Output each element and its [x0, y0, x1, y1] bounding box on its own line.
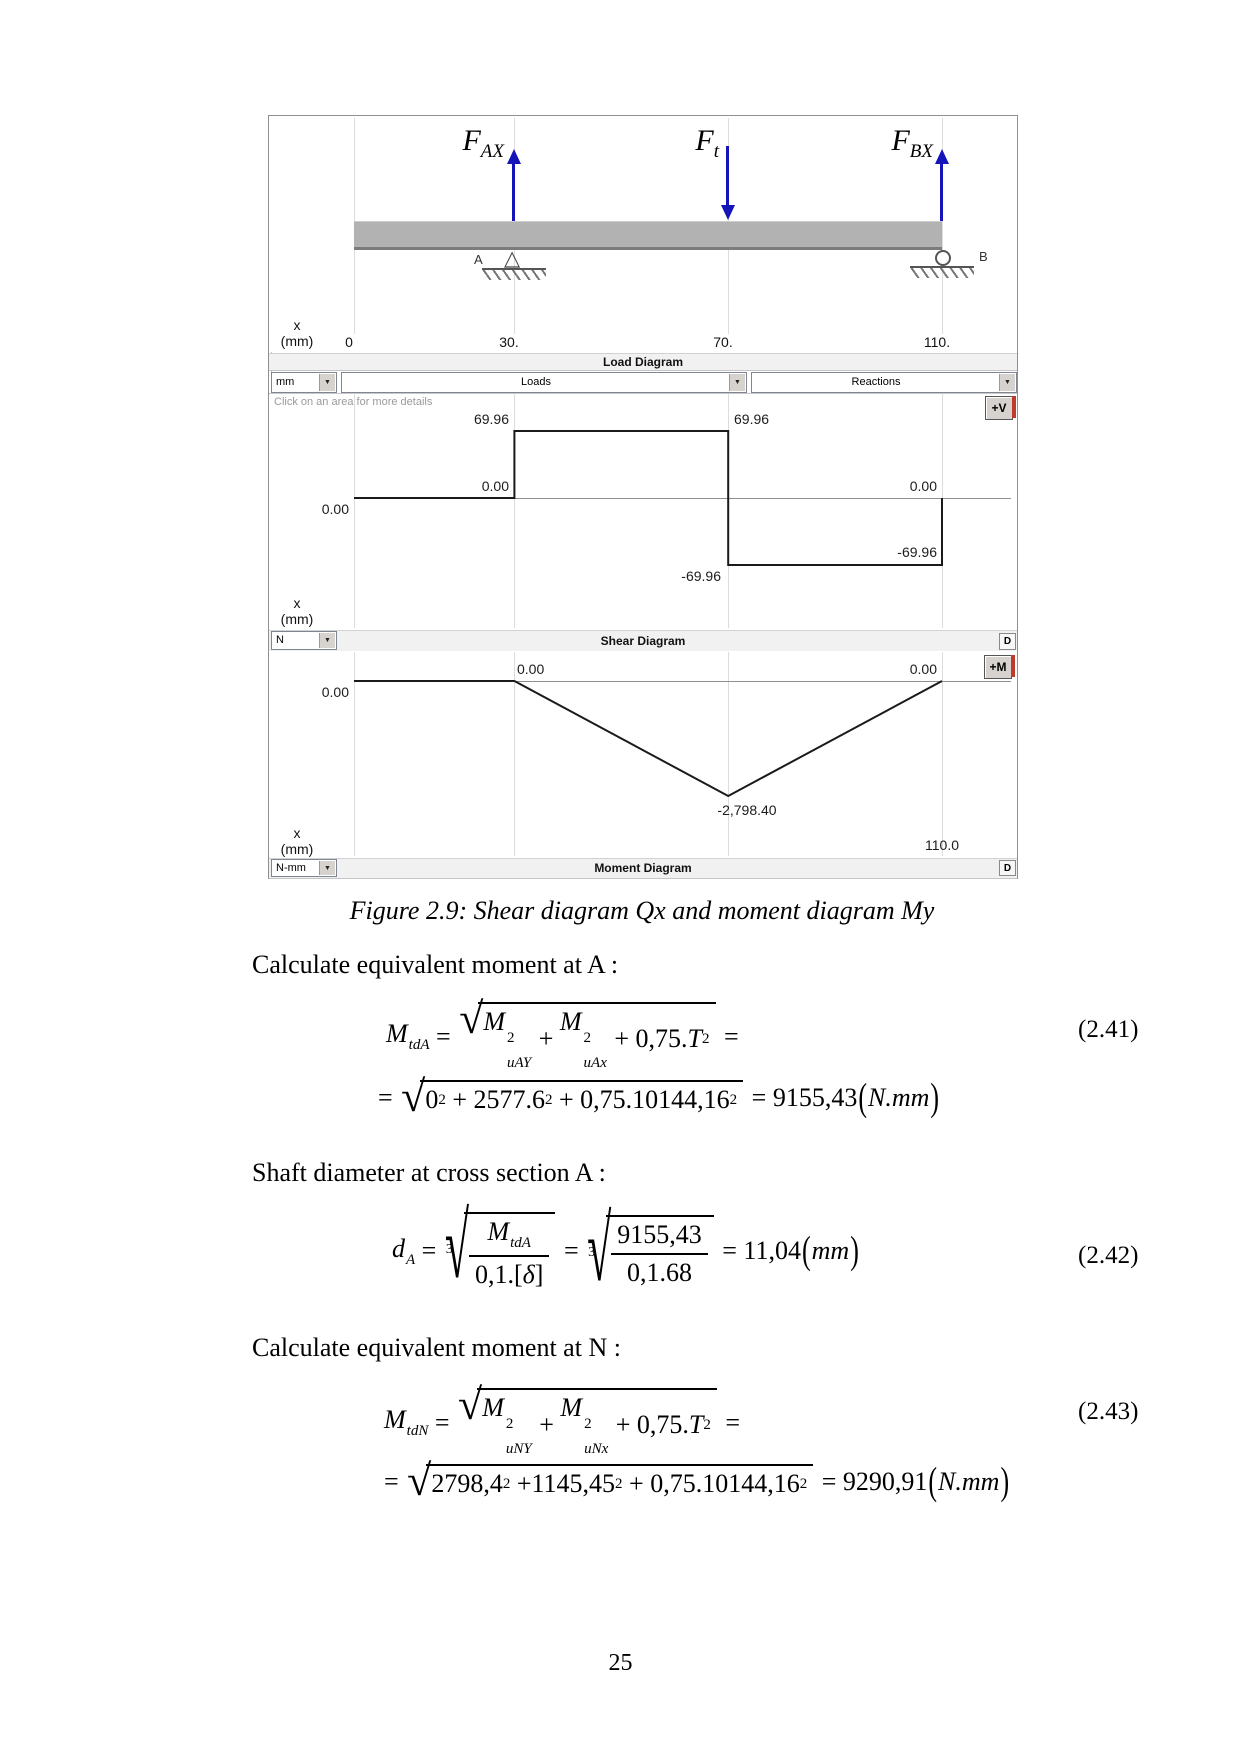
moment-minimum-label: -2,798.40	[717, 802, 777, 818]
moment-detail-button[interactable]: D	[999, 860, 1016, 876]
shear-diagram-header: Shear Diagram	[269, 630, 1017, 652]
beam-bar	[354, 221, 942, 250]
support-b-label: B	[979, 249, 988, 264]
axis-x-label: x	[293, 595, 301, 611]
moment-diagram-title: Moment Diagram	[594, 861, 692, 875]
arrow-down-icon	[721, 205, 735, 220]
axis-unit-label: (mm)	[280, 611, 314, 627]
moment-zero-axis	[354, 681, 1011, 682]
shear-hint-text: Click on an area for more details	[274, 396, 433, 408]
shear-value-label: 0.00	[481, 478, 509, 494]
load-diagram-header: Load Diagram	[269, 353, 1017, 371]
equation-number-2-43: (2.43)	[1078, 1398, 1139, 1425]
red-icon-sliver	[1011, 655, 1015, 677]
gridline	[354, 394, 355, 628]
chevron-down-icon[interactable]: ▼	[319, 374, 335, 391]
x-tick: 30.	[499, 334, 519, 350]
gridline	[942, 118, 943, 334]
force-arrow-fax	[512, 163, 515, 221]
red-icon-sliver	[1012, 396, 1016, 418]
support-a-label: A	[474, 252, 483, 267]
shear-value-label: 69.96	[473, 411, 509, 427]
shear-zoom-button[interactable]: +V	[985, 396, 1013, 420]
gridline	[514, 394, 515, 628]
figure-caption: Figure 2.9: Shear diagram Qx and moment …	[349, 896, 935, 925]
moment-value-label: 0.00	[321, 684, 349, 700]
pinned-support-icon: △	[504, 247, 521, 270]
load-diagram-title: Load Diagram	[602, 355, 683, 369]
chevron-down-icon[interactable]: ▼	[319, 633, 335, 648]
shear-value-label: 0.00	[909, 478, 937, 494]
shear-zero-axis	[354, 498, 1011, 499]
shear-value-label: 69.96	[734, 411, 770, 427]
reactions-combo-value: Reactions	[851, 376, 901, 388]
ground-hatch	[482, 268, 546, 280]
gridline	[728, 394, 729, 628]
gridline	[942, 394, 943, 628]
ground-hatch	[910, 266, 974, 278]
force-label-ft: Ft	[695, 124, 719, 162]
software-screenshot-panel: FAX Ft FBX A △ B x (mm) 0 30. 70. 110. L…	[268, 115, 1018, 879]
shear-value-label: 0.00	[321, 501, 349, 517]
page-number: 25	[608, 1650, 633, 1676]
chevron-down-icon[interactable]: ▼	[999, 374, 1015, 391]
loads-combo[interactable]: Loads ▼	[341, 372, 747, 393]
moment-zoom-button[interactable]: +M	[984, 655, 1012, 679]
x-tick: 70.	[713, 334, 733, 350]
roller-support-icon	[935, 250, 951, 266]
chevron-down-icon[interactable]: ▼	[729, 374, 745, 391]
body-line-moment-n: Calculate equivalent moment at N :	[252, 1333, 621, 1362]
moment-value-label: 0.00	[909, 661, 937, 677]
x-tick: 110.	[923, 334, 951, 350]
moment-diagram-area[interactable]	[269, 651, 1017, 858]
gridline	[514, 652, 515, 856]
body-line-shaft-diameter: Shaft diameter at cross section A :	[252, 1158, 606, 1187]
unit-combo-mm[interactable]: mm ▼	[271, 372, 337, 393]
force-label-fax: FAX	[462, 124, 504, 162]
body-line-moment-a: Calculate equivalent moment at A :	[252, 950, 619, 979]
moment-value-label: 0.00	[517, 661, 545, 677]
equation-number-2-41: (2.41)	[1078, 1016, 1139, 1043]
unit-combo-nmm[interactable]: N-mm ▼	[271, 859, 337, 877]
axis-unit-label: (mm)	[280, 333, 314, 349]
moment-end-x-label: 110.0	[925, 837, 959, 853]
unit-combo-value: N	[276, 634, 284, 646]
force-arrow-fbx	[940, 163, 943, 221]
axis-unit-label: (mm)	[280, 841, 314, 857]
gridline	[354, 652, 355, 856]
gridline	[728, 652, 729, 856]
loads-combo-value: Loads	[521, 376, 551, 388]
unit-combo-n[interactable]: N ▼	[271, 631, 337, 650]
force-label-fbx: FBX	[891, 124, 933, 162]
shear-value-label: -69.96	[897, 544, 937, 560]
equation-number-2-42: (2.42)	[1078, 1242, 1139, 1269]
force-arrow-ft	[726, 146, 729, 206]
shear-detail-button[interactable]: D	[999, 633, 1016, 650]
arrow-up-icon	[935, 149, 949, 164]
moment-diagram-header: Moment Diagram	[269, 858, 1017, 879]
chevron-down-icon[interactable]: ▼	[319, 861, 335, 875]
gridline	[942, 652, 943, 856]
axis-x-label: x	[293, 825, 301, 841]
shear-diagram-title: Shear Diagram	[600, 634, 686, 648]
unit-combo-value: N-mm	[276, 862, 306, 874]
unit-combo-value: mm	[276, 376, 295, 388]
x-tick: 0	[345, 334, 353, 350]
axis-x-label: x	[293, 317, 301, 333]
shear-diagram-area[interactable]	[269, 393, 1017, 631]
arrow-up-icon	[507, 149, 521, 164]
shear-value-label: -69.96	[681, 568, 721, 584]
reactions-combo[interactable]: Reactions ▼	[751, 372, 1017, 393]
